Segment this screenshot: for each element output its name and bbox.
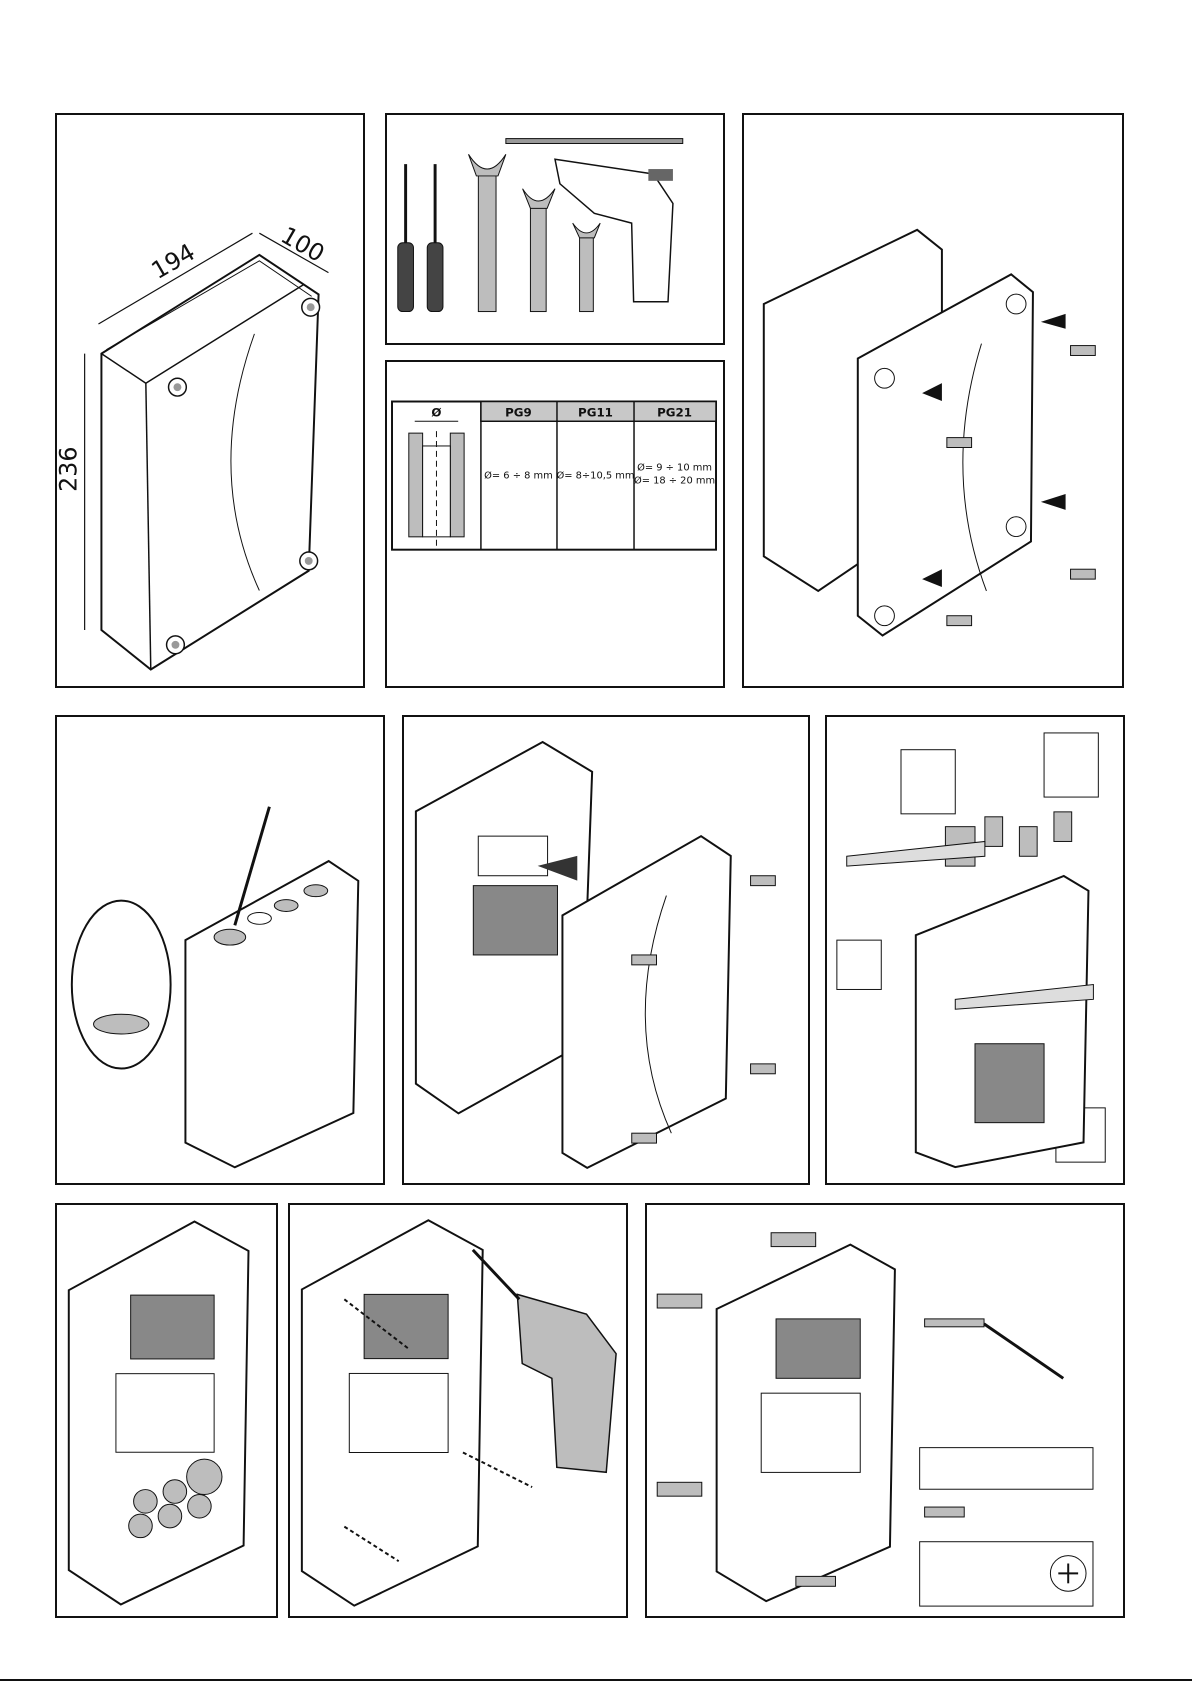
gland-header-pg21: PG21 — [657, 405, 692, 419]
gland-header-pg9: PG9 — [505, 405, 532, 419]
panel-gland-table: PG9 PG11 PG21 Ø= 6 ÷ 8 mm Ø= 8÷10,5 mm Ø… — [385, 360, 725, 688]
spanner-size-box-3 — [837, 940, 881, 989]
fix-to-wall-drawing — [647, 1205, 1123, 1616]
panel-enclosure-dimensions: 194 100 236 — [55, 113, 365, 688]
panel-tools — [385, 113, 725, 345]
fit-glands-drawing — [827, 717, 1123, 1183]
enclosure-dimension-drawing: 194 100 236 — [57, 115, 363, 686]
remove-lid-drawing — [744, 115, 1122, 686]
screwdriver-icon — [984, 1324, 1063, 1378]
drill-wall-drawing — [290, 1205, 626, 1616]
panel-remove-lid — [742, 113, 1124, 688]
panel-fit-glands — [825, 715, 1125, 1185]
drill-bit-icon — [506, 139, 683, 144]
height-label: 236 — [57, 447, 83, 492]
glands-fitted-drawing — [57, 1205, 276, 1616]
plug-detail-box — [920, 1448, 1093, 1490]
width-label: 194 — [147, 238, 200, 285]
open-enclosure-drawing — [404, 717, 808, 1183]
gland-cell-pg21-b: Ø= 18 ÷ 20 mm — [634, 475, 715, 487]
gland-cell-pg11: Ø= 8÷10,5 mm — [557, 470, 635, 482]
drill-icon — [555, 159, 673, 301]
panel-knockout-holes — [55, 715, 385, 1185]
gland-table-drawing: PG9 PG11 PG21 Ø= 6 ÷ 8 mm Ø= 8÷10,5 mm Ø… — [387, 362, 723, 686]
gland-cell-pg21-a: Ø= 9 ÷ 10 mm — [637, 462, 712, 474]
spanner-size-box-1 — [901, 750, 955, 814]
spanner-size-box-2 — [1044, 733, 1098, 797]
drill-icon — [473, 1250, 616, 1472]
panel-drill-wall — [288, 1203, 628, 1618]
tools-drawing — [387, 115, 723, 343]
knockout-drawing — [57, 717, 383, 1183]
panel-glands-fitted — [55, 1203, 278, 1618]
gland-cell-pg9: Ø= 6 ÷ 8 mm — [484, 470, 553, 482]
page-bottom-rule — [0, 1679, 1192, 1681]
panel-fix-to-wall — [645, 1203, 1125, 1618]
panel-open-enclosure — [402, 715, 810, 1185]
diameter-symbol: Ø — [431, 405, 441, 419]
gland-header-pg11: PG11 — [578, 405, 613, 419]
depth-label: 100 — [276, 221, 329, 268]
screwdriver-icon — [398, 164, 443, 311]
